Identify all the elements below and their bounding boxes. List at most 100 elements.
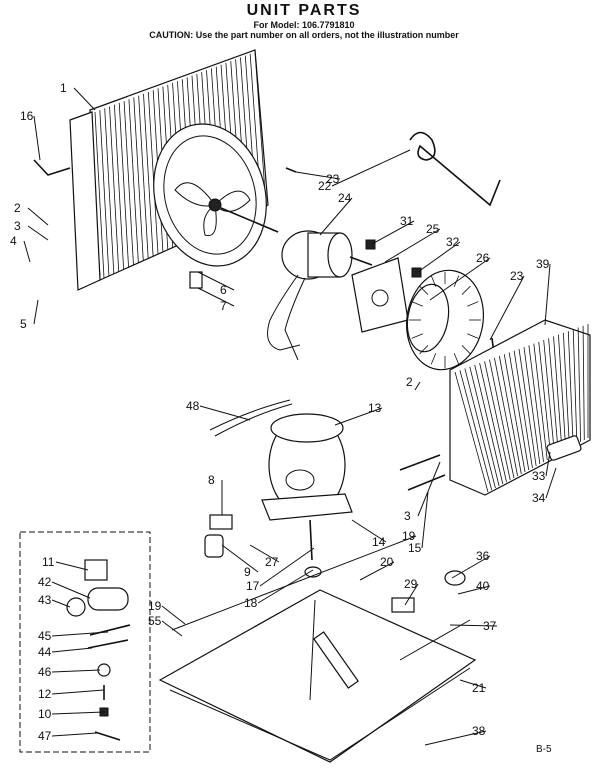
- callout-number: 43: [38, 593, 52, 607]
- callout-number: 7: [220, 299, 227, 313]
- blower-wheel: [405, 269, 485, 371]
- callout-number: 36: [476, 549, 490, 563]
- capacitor-42: [87, 587, 129, 611]
- leader-line: [73, 87, 96, 111]
- leader-line: [414, 381, 421, 391]
- model-number: For Model: 106.7791810: [253, 20, 355, 30]
- tubing-16: [33, 159, 71, 176]
- bracket-29: [391, 597, 415, 613]
- callout-number: 23: [326, 172, 340, 186]
- callout-number: 39: [536, 257, 550, 271]
- callout-number: 27: [265, 555, 279, 569]
- condenser-fan: [153, 123, 279, 267]
- leader-line: [51, 689, 105, 695]
- leader-line: [421, 491, 429, 549]
- drain-strip-37: [399, 619, 471, 661]
- leader-line: [51, 711, 105, 715]
- leader-line: [417, 241, 461, 273]
- callout-number: 2: [14, 201, 21, 215]
- callout-number: 8: [208, 473, 215, 487]
- tubing-3-15: [399, 454, 446, 491]
- fan-motor: [267, 230, 373, 361]
- leader-line: [545, 467, 557, 499]
- leader-line: [51, 732, 98, 737]
- rod-22: [409, 131, 501, 207]
- leader-line: [429, 257, 491, 301]
- leader-line: [359, 561, 395, 581]
- leader-line: [459, 679, 487, 689]
- leader-line: [424, 730, 487, 746]
- callout-number: 29: [404, 577, 418, 591]
- leader-lines: [23, 87, 557, 746]
- leader-line: [384, 228, 441, 263]
- callout-number: 44: [38, 645, 52, 659]
- callout-number: 38: [472, 724, 486, 738]
- leader-line: [249, 544, 280, 563]
- terminal-block: [84, 559, 108, 581]
- callout-number: 37: [483, 619, 497, 633]
- leader-line: [351, 519, 387, 543]
- callout-number: 5: [20, 317, 27, 331]
- leader-line: [221, 544, 259, 573]
- leader-line: [457, 585, 491, 595]
- leader-line: [331, 149, 411, 187]
- callout-number: 21: [472, 681, 486, 695]
- callout-number: 3: [14, 219, 21, 233]
- callout-number: 6: [220, 283, 227, 297]
- leader-line: [27, 225, 49, 241]
- leader-line: [33, 115, 41, 161]
- callout-number: 12: [38, 687, 52, 701]
- callout-number: 31: [400, 214, 414, 228]
- leader-line: [33, 299, 39, 325]
- leader-line: [51, 647, 93, 653]
- relay-8: [209, 514, 233, 530]
- callout-number: 19: [402, 529, 416, 543]
- callout-number: 9: [244, 565, 251, 579]
- leader-line: [295, 171, 341, 180]
- callout-number: 1: [60, 81, 67, 95]
- cap-43: [66, 597, 86, 617]
- leader-line: [197, 271, 235, 291]
- leader-line: [51, 599, 71, 608]
- callout-number: 22: [318, 179, 332, 193]
- leader-line: [449, 624, 498, 627]
- callout-number: 4: [10, 234, 17, 248]
- callout-number: 20: [380, 555, 394, 569]
- leader-line: [51, 669, 101, 673]
- callout-number: 11: [42, 555, 55, 569]
- callout-number: 32: [446, 235, 460, 249]
- callout-number: 40: [476, 579, 490, 593]
- leader-line: [489, 275, 525, 341]
- capacitor-9: [204, 534, 224, 558]
- motor-bracket: [351, 257, 409, 333]
- callout-number: 42: [38, 575, 52, 589]
- callout-number: 47: [38, 729, 52, 743]
- leader-line: [199, 405, 251, 421]
- leader-line: [259, 547, 315, 587]
- leader-line: [55, 561, 89, 571]
- callout-number: 10: [38, 707, 52, 721]
- leader-line: [544, 263, 551, 326]
- electrical-parts-inset: [19, 531, 151, 753]
- leader-line: [161, 605, 186, 625]
- callout-number: 16: [20, 109, 34, 123]
- leader-line: [371, 220, 415, 245]
- diagram-title: UNIT PARTS: [246, 2, 362, 19]
- callout-number: 13: [368, 401, 382, 415]
- callout-number: 2: [406, 375, 413, 389]
- leader-line: [161, 620, 183, 637]
- nut-32: [411, 267, 422, 278]
- callout-number: 18: [244, 596, 258, 610]
- compressor: [261, 413, 353, 561]
- callout-number: 3: [404, 509, 411, 523]
- callout-number: 25: [426, 222, 440, 236]
- leader-line: [171, 535, 417, 631]
- leader-line: [27, 207, 49, 226]
- leader-line: [334, 407, 383, 426]
- callout-number: 48: [186, 399, 200, 413]
- leader-line: [319, 197, 353, 236]
- leader-line: [197, 287, 235, 307]
- insulation-33: [546, 435, 582, 461]
